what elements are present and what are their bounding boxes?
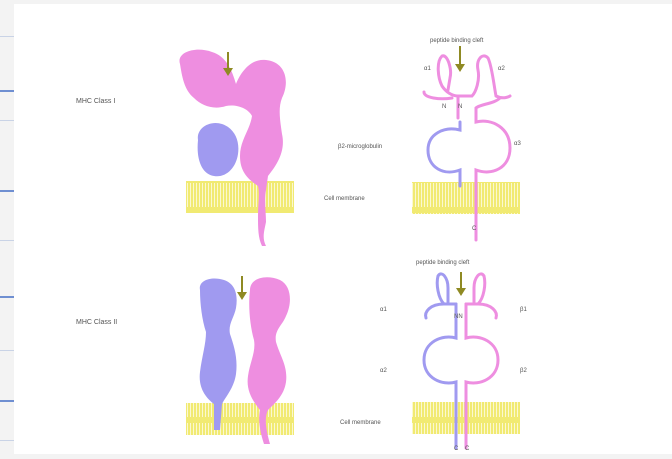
class2-top-label: peptide binding cleft <box>416 260 469 266</box>
class1-n-left: N <box>442 104 446 110</box>
class1-membrane-label: Cell membrane <box>324 196 365 202</box>
class1-domain-right: α2 <box>498 66 505 72</box>
class1-membrane-right <box>412 182 520 214</box>
class1-domain-lower: α3 <box>514 141 521 147</box>
class2-title: MHC Class II <box>76 319 117 326</box>
class1-b2m-blob <box>198 123 239 176</box>
class2-cleft-arrow-left <box>237 276 247 300</box>
class2-cleft-arrow-right <box>456 272 466 296</box>
mhc-figure <box>14 4 672 454</box>
class1-domain-left: α1 <box>424 66 431 72</box>
class1-title: MHC Class I <box>76 98 115 105</box>
margin-rule <box>0 400 14 402</box>
class1-b2m-label: β2-microglobulin <box>338 144 382 150</box>
class2-alpha2: α2 <box>380 368 387 374</box>
class2-c-left: C <box>454 446 458 452</box>
margin-rule <box>0 440 14 441</box>
margin-rule <box>0 350 14 351</box>
class1-c-label: C <box>472 226 476 232</box>
margin-rule <box>0 296 14 298</box>
class2-membrane-left <box>186 403 294 435</box>
margin-rule <box>0 190 14 192</box>
class1-membrane-left <box>186 181 294 213</box>
class2-nn-label: NN <box>454 314 463 320</box>
class2-membrane-label: Cell membrane <box>340 420 381 426</box>
class2-beta1: β1 <box>520 307 527 313</box>
class2-alpha1: α1 <box>380 307 387 313</box>
margin-rule <box>0 240 14 241</box>
class2-beta2: β2 <box>520 368 527 374</box>
class1-n-right: N <box>458 104 462 110</box>
class1-cleft-arrow-right <box>455 46 465 72</box>
mhc-diagram-slide: MHC Class I peptide binding cleft α1 α2 … <box>14 4 672 454</box>
class2-c-right: C <box>465 446 469 452</box>
class1-top-label: peptide binding cleft <box>430 38 483 44</box>
margin-rule <box>0 36 14 37</box>
margin-rule <box>0 90 14 92</box>
margin-rule <box>0 120 14 121</box>
